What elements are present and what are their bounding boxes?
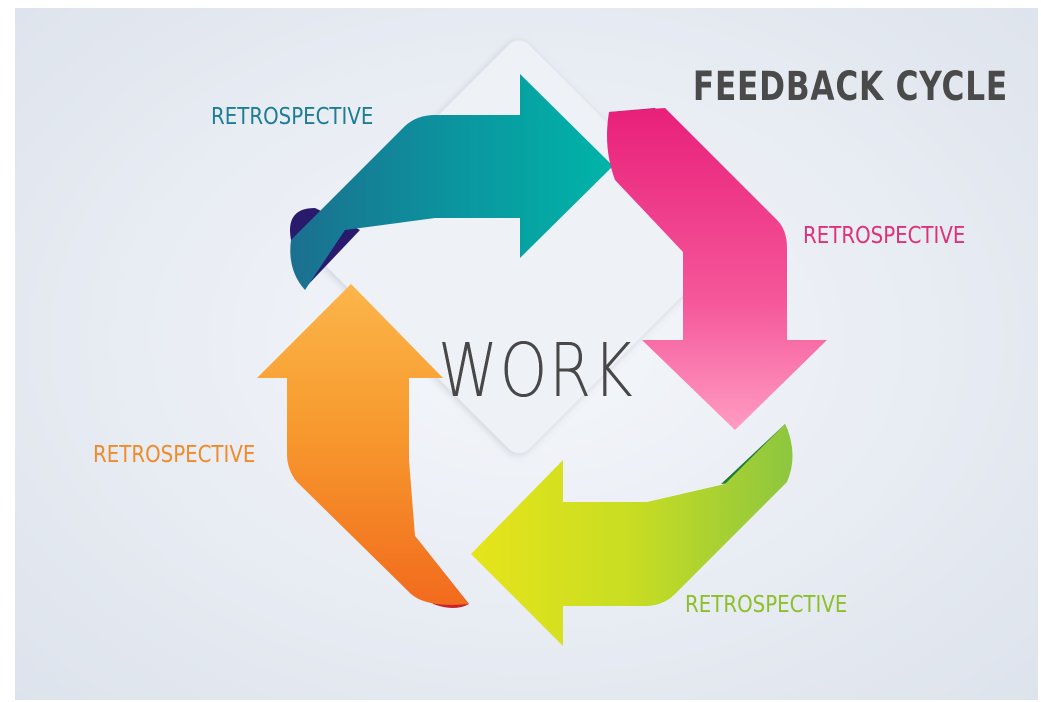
retrospective-label-right: RETROSPECTIVE: [803, 223, 966, 249]
orange-arrow: [257, 284, 469, 608]
pink-arrow: [607, 108, 827, 430]
cycle-diagram: [257, 40, 827, 646]
orange-arrow-body: [257, 284, 469, 605]
teal-arrow: [290, 74, 613, 290]
retrospective-label-bottom: RETROSPECTIVE: [685, 592, 848, 618]
green-arrow: [471, 424, 793, 646]
teal-arrow-body: [290, 74, 613, 290]
green-arrow-body: [471, 424, 793, 646]
retrospective-label-top: RETROSPECTIVE: [211, 104, 374, 130]
retrospective-label-left: RETROSPECTIVE: [93, 442, 256, 468]
center-work-label: WORK: [438, 328, 635, 414]
diagram-canvas: FEEDBACK CYCLE WORK RETROSPECTIVE RETROS…: [15, 8, 1038, 700]
pink-arrow-body: [607, 108, 827, 430]
diagram-title: FEEDBACK CYCLE: [692, 64, 1008, 110]
